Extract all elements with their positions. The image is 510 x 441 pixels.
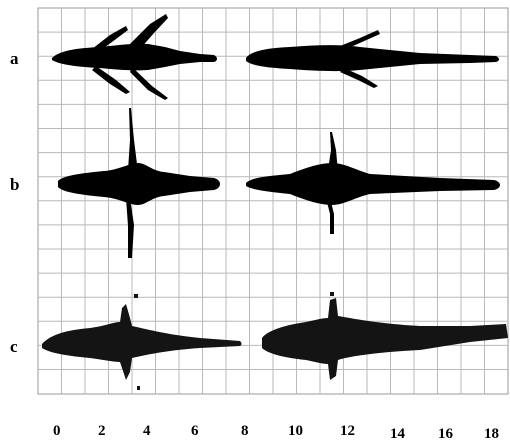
x-tick-10: 10 (288, 423, 303, 439)
x-tick-12: 12 (340, 423, 355, 439)
row-label-c: c (10, 337, 18, 356)
silhouette-b-left (58, 108, 220, 258)
silhouette-c-right (262, 292, 508, 380)
row-label-a: a (10, 49, 19, 68)
x-tick-8: 8 (241, 423, 249, 439)
x-tick-0: 0 (53, 423, 61, 439)
silhouette-c-left (42, 294, 242, 390)
silhouette-b-right (246, 132, 500, 234)
silhouette-a-left (52, 14, 217, 100)
x-tick-18: 18 (484, 426, 499, 441)
row-label-b: b (10, 175, 19, 194)
x-tick-14: 14 (390, 426, 406, 441)
x-tick-2: 2 (98, 423, 106, 439)
x-tick-6: 6 (191, 423, 199, 439)
x-tick-4: 4 (143, 423, 151, 439)
silhouette-a-right (246, 30, 499, 88)
x-tick-16: 16 (438, 426, 454, 441)
